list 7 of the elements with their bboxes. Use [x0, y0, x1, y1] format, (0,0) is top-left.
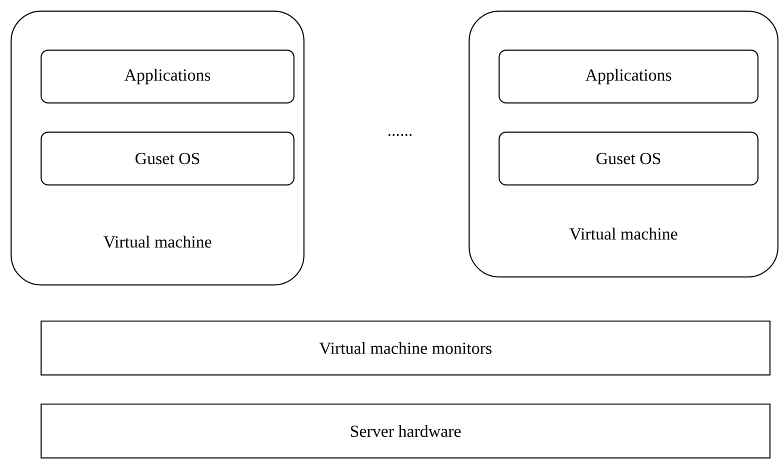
component-box: Guset OS [40, 132, 294, 186]
component-box: Guset OS [498, 132, 758, 186]
layer-box: Server hardware [40, 404, 770, 458]
component-box: Applications [498, 50, 758, 104]
component-box: Applications [40, 50, 294, 104]
ellipsis: ...... [388, 134, 412, 136]
layer-box: Virtual machine monitors [40, 320, 770, 376]
